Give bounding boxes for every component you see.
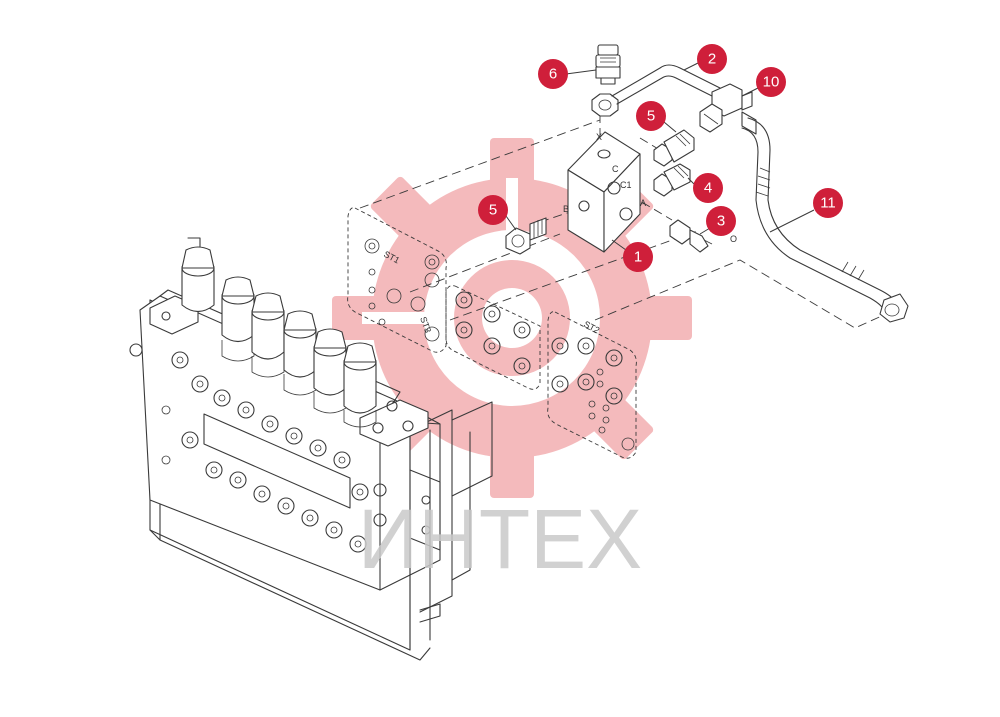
svg-text:2: 2 <box>708 51 716 68</box>
callout-5-left: 5 <box>478 195 517 231</box>
svg-text:5: 5 <box>489 202 497 219</box>
watermark-gear-logo <box>332 138 692 498</box>
svg-text:10: 10 <box>763 74 780 91</box>
label-x: X <box>596 132 602 142</box>
manifold-block: X C C1 A B O <box>563 131 737 253</box>
fitting-3 <box>669 219 713 253</box>
label-o: O <box>730 234 737 244</box>
callout-4: 4 <box>687 173 723 203</box>
fitting-5-left <box>505 217 547 255</box>
callout-6: 6 <box>538 59 597 89</box>
gasket-middle <box>445 285 541 390</box>
tube-2 <box>611 64 721 105</box>
label-c: C <box>612 164 619 174</box>
callout-5-right: 5 <box>636 101 677 133</box>
callout-2: 2 <box>683 44 727 74</box>
fitting-4 <box>653 163 691 197</box>
solenoid-coils <box>181 237 377 428</box>
callout-11: 11 <box>769 188 843 233</box>
tee-fitting-10 <box>699 83 757 135</box>
svg-text:3: 3 <box>717 213 725 230</box>
valve-body-ports <box>129 343 387 553</box>
label-c1: C1 <box>620 180 632 190</box>
svg-text:5: 5 <box>647 108 655 125</box>
label-b: B <box>563 204 569 214</box>
callout-10: 10 <box>741 67 786 97</box>
svg-text:1: 1 <box>634 249 642 266</box>
hose-11 <box>741 117 909 323</box>
control-valve-assembly <box>129 237 493 661</box>
svg-text:6: 6 <box>549 66 557 83</box>
watermark-text: ИНТЕХ <box>358 492 642 586</box>
svg-text:11: 11 <box>820 195 836 212</box>
callout-3: 3 <box>699 206 736 236</box>
fitting-6 <box>591 44 621 117</box>
svg-text:4: 4 <box>704 180 712 197</box>
callout-1: 1 <box>611 239 653 272</box>
label-a: A <box>640 198 646 208</box>
fitting-5-right <box>653 129 695 167</box>
